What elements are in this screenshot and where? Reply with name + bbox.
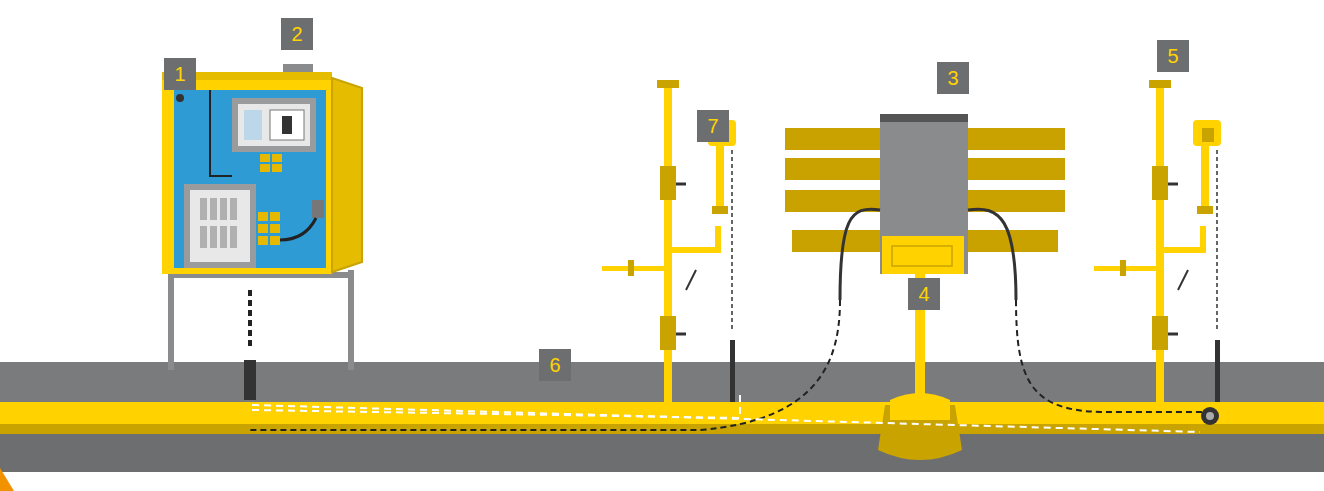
- left-mast-transmitter-nut: [712, 206, 728, 214]
- left-mast-pipe: [664, 86, 672, 404]
- callout-number: 7: [707, 116, 718, 136]
- left-mast-drain-valve: [628, 260, 634, 276]
- callout-box: 4: [908, 278, 940, 310]
- left-mast-lever: [686, 270, 696, 290]
- controller-face: [190, 190, 250, 262]
- left-mast-transmitter-stem: [716, 146, 724, 206]
- callout-number: 4: [918, 284, 929, 304]
- terminal: [200, 198, 207, 220]
- terminal: [210, 226, 217, 248]
- terminal: [230, 226, 237, 248]
- cable-gland: [270, 212, 280, 221]
- panel-cable: [968, 209, 1016, 300]
- breaker-slot: [282, 116, 292, 134]
- right-mast-cable: [1216, 150, 1218, 330]
- right-mast-tube: [1160, 226, 1203, 250]
- sensor-port-core: [1206, 412, 1214, 420]
- right-mast-transmitter-stem: [1201, 146, 1209, 206]
- power-enclosure: [232, 98, 316, 152]
- callout-box: 6: [539, 349, 571, 381]
- right-mast-handle: [1168, 333, 1178, 336]
- terminal: [230, 198, 237, 220]
- panel-cable: [840, 209, 880, 300]
- right-mast-drain-valve: [1120, 260, 1126, 276]
- panel-cable-buried: [1016, 300, 1205, 412]
- callout-box: 3: [937, 62, 969, 94]
- cabinet-door-edge: [332, 78, 362, 272]
- ground-band-top: [0, 362, 1324, 402]
- terminal: [200, 226, 207, 248]
- cable-gland: [260, 164, 270, 172]
- sensor-port: [1201, 407, 1219, 425]
- cabinet-frame: [162, 72, 332, 274]
- right-mast-pipe: [1156, 86, 1164, 404]
- left-mast-cable: [731, 150, 733, 330]
- cable-gland: [272, 164, 282, 172]
- right-mast-lever: [1178, 270, 1188, 290]
- callout-number: 3: [947, 68, 958, 88]
- callout-box: 1: [164, 58, 196, 90]
- terminal: [210, 198, 217, 220]
- cable-gland: [258, 236, 268, 245]
- left-mast-handle: [676, 183, 686, 186]
- terminal: [220, 198, 227, 220]
- callout-box: 2: [281, 18, 313, 50]
- right-mast-handle: [1168, 183, 1178, 186]
- left-mast-flange: [657, 80, 679, 88]
- power-enclosure-face: [238, 104, 310, 146]
- pipe-clamp-top: [890, 393, 950, 420]
- callout-number: 1: [174, 64, 185, 84]
- callout-number: 5: [1167, 46, 1178, 66]
- left-mast-handle: [676, 333, 686, 336]
- cable-gland: [270, 224, 280, 233]
- callout-box: 5: [1157, 40, 1189, 72]
- cable-gland: [260, 154, 270, 162]
- cabinet-leg: [168, 270, 174, 370]
- meter: [244, 110, 262, 140]
- solar-controller-box: [880, 114, 968, 274]
- right-mast-valve: [1152, 166, 1168, 200]
- cable-drop: [248, 290, 252, 348]
- corner-mark: [0, 468, 14, 491]
- callout-number: 6: [549, 355, 560, 375]
- right-mast-valve: [1152, 316, 1168, 350]
- cable-gland: [272, 154, 282, 162]
- cabinet-wire: [210, 90, 232, 176]
- left-mast-tube: [668, 226, 718, 250]
- cable-gland: [258, 224, 268, 233]
- right-mast-flange: [1149, 80, 1171, 88]
- left-mast-cable-entry: [730, 340, 735, 402]
- cabinet-wire: [280, 218, 316, 240]
- callout-number: 2: [291, 24, 302, 44]
- cable-gland: [258, 212, 268, 221]
- cabinet-interior: [174, 90, 326, 268]
- right-mast-cable-entry: [1215, 340, 1220, 402]
- solar-box-top: [880, 114, 968, 122]
- cabinet-door: [332, 78, 362, 272]
- left-mast-valve: [660, 166, 676, 200]
- cabinet-leg: [348, 270, 354, 370]
- cable-entry: [244, 360, 256, 400]
- solar-box-base: [882, 236, 964, 274]
- right-mast-transmitter-nut: [1197, 206, 1213, 214]
- callout-box: 7: [697, 110, 729, 142]
- solar-box-panel: [892, 246, 952, 266]
- cabinet-antenna: [283, 64, 313, 72]
- panel-cable-buried: [250, 300, 840, 430]
- cable-gland: [270, 236, 280, 245]
- cabinet-lock: [176, 94, 184, 102]
- right-mast-transmitter: [1193, 120, 1221, 146]
- ground-band: [0, 362, 1324, 472]
- terminal: [220, 226, 227, 248]
- breaker: [270, 110, 304, 140]
- junction-box: [312, 200, 324, 218]
- right-mast-transmitter-face: [1202, 128, 1214, 142]
- left-mast-valve: [660, 316, 676, 350]
- controller-enclosure: [184, 184, 256, 268]
